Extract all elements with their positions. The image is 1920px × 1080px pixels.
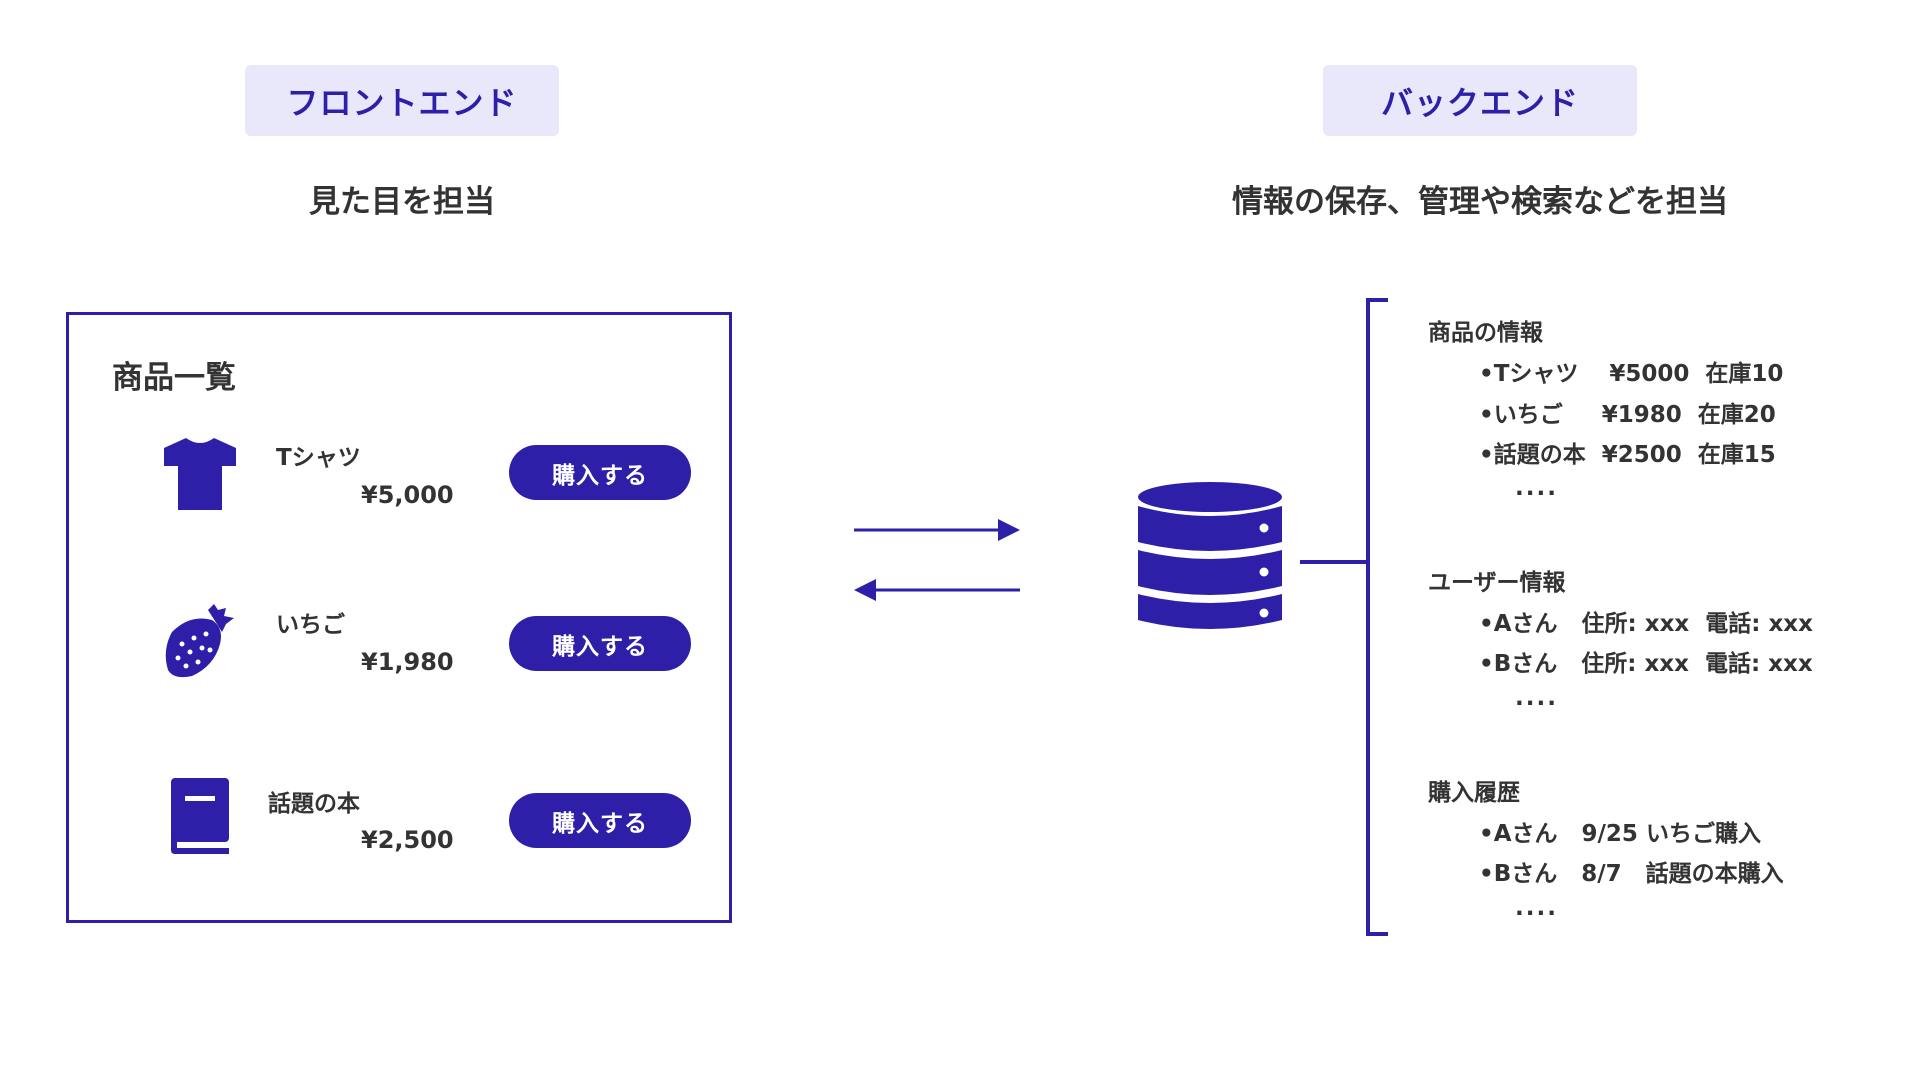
item-price: ¥1,980 — [361, 648, 454, 676]
more-indicator: .... — [1515, 475, 1558, 501]
data-line: •Tシャツ ¥5000 在庫10 — [1479, 361, 1784, 387]
database-icon — [1138, 482, 1282, 629]
backend-subtitle: 情報の保存、管理や検索などを担当 — [1232, 184, 1728, 220]
frontend-tag: フロントエンド — [245, 65, 559, 136]
more-indicator: .... — [1515, 895, 1558, 921]
data-line: •Aさん 住所: xxx 電話: xxx — [1479, 611, 1813, 637]
backend-tag: バックエンド — [1323, 65, 1637, 136]
data-line: •いちご ¥1980 在庫20 — [1479, 402, 1776, 428]
section-heading: ユーザー情報 — [1428, 570, 1566, 596]
data-line: •Bさん 住所: xxx 電話: xxx — [1479, 651, 1813, 677]
item-price: ¥2,500 — [361, 826, 454, 854]
more-indicator: .... — [1515, 685, 1558, 711]
buy-button[interactable]: 購入する — [509, 793, 691, 848]
section-heading: 購入履歴 — [1428, 780, 1520, 806]
buy-button[interactable]: 購入する — [509, 445, 691, 500]
item-name: いちご — [276, 612, 345, 638]
item-name: 話題の本 — [268, 791, 360, 817]
item-name: Tシャツ — [276, 445, 361, 471]
panel-title: 商品一覧 — [112, 360, 236, 396]
item-price: ¥5,000 — [361, 481, 454, 509]
data-line: •Bさん 8/7 話題の本購入 — [1479, 861, 1784, 887]
product-list-panel — [66, 312, 732, 923]
request-arrow — [854, 519, 1020, 541]
buy-button[interactable]: 購入する — [509, 616, 691, 671]
data-line: •話題の本 ¥2500 在庫15 — [1479, 442, 1776, 468]
response-arrow — [854, 579, 1020, 601]
section-heading: 商品の情報 — [1428, 320, 1543, 346]
frontend-subtitle: 見た目を担当 — [309, 184, 495, 220]
book-icon — [171, 778, 229, 854]
tshirt-icon — [164, 438, 236, 510]
strawberry-icon — [165, 604, 234, 678]
data-line: •Aさん 9/25 いちご購入 — [1479, 821, 1761, 847]
bracket-connector — [1300, 298, 1388, 936]
